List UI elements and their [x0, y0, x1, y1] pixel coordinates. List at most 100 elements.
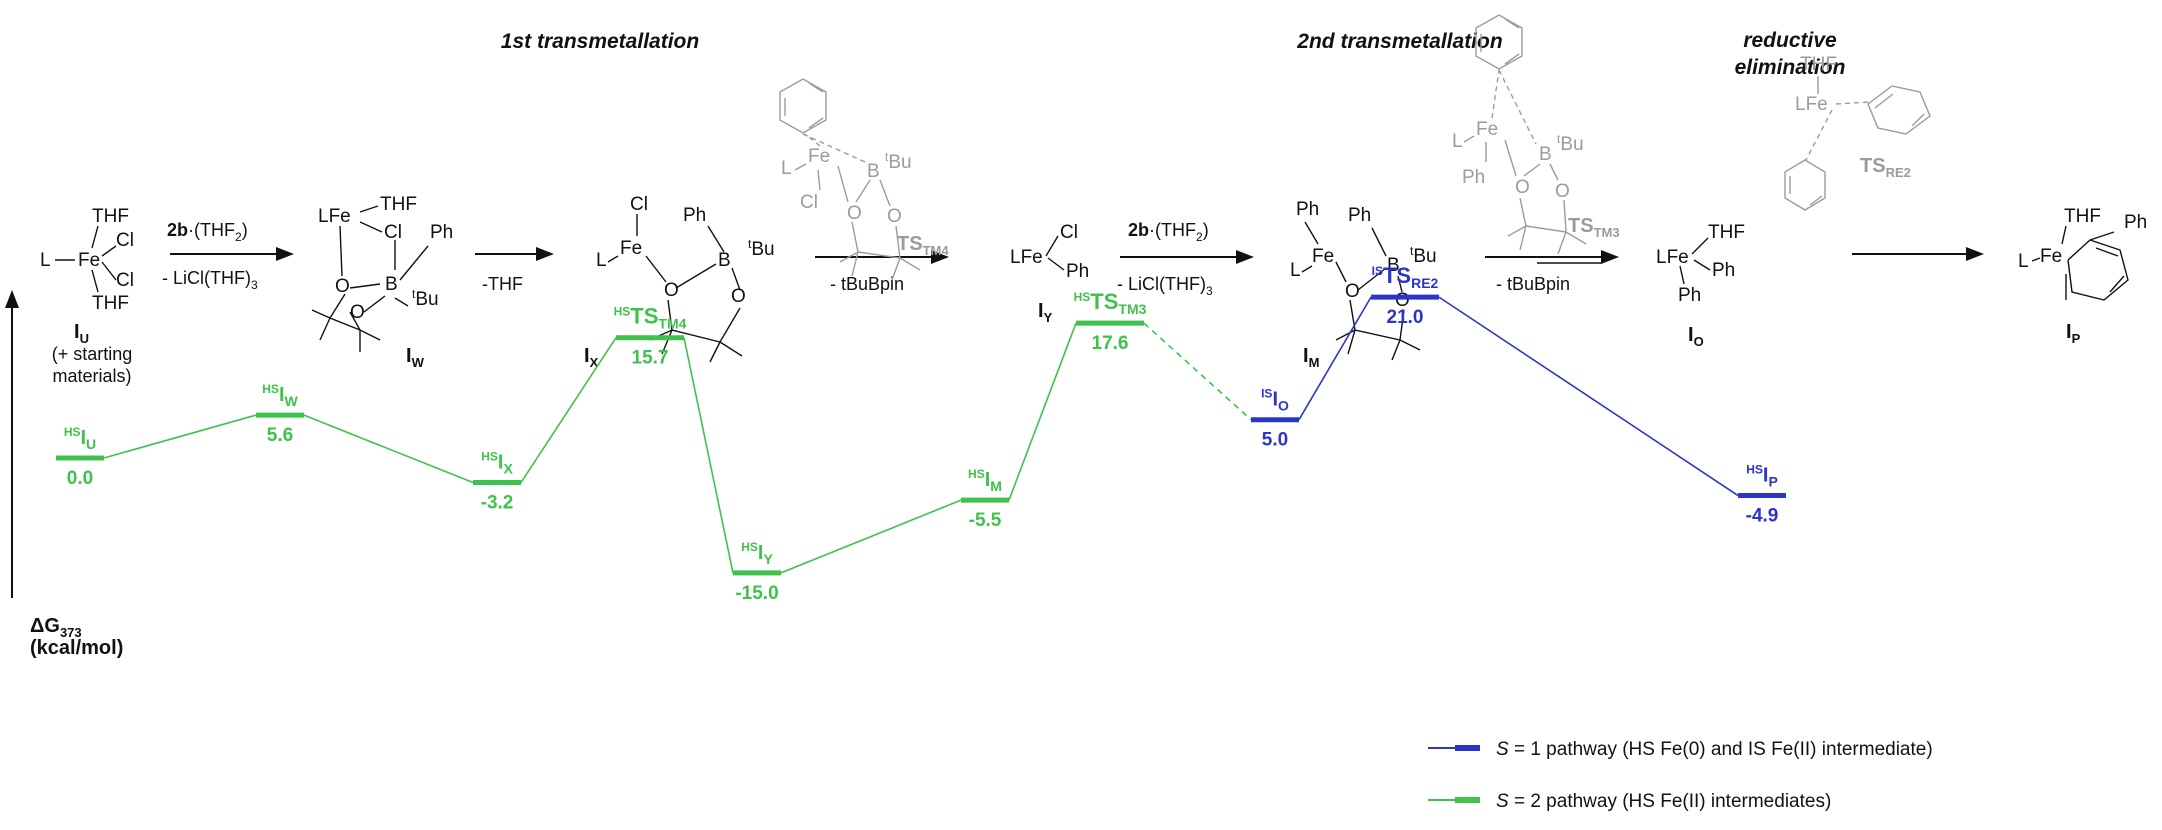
- svg-text:IW: IW: [406, 345, 425, 370]
- svg-text:LFe: LFe: [1795, 94, 1828, 115]
- svg-text:Fe: Fe: [78, 250, 100, 271]
- svg-text:Ph: Ph: [1678, 285, 1701, 306]
- svg-text:Ph: Ph: [683, 205, 706, 226]
- svg-text:tBu: tBu: [1410, 244, 1437, 267]
- connector-IX-TS_TM4: [520, 337, 617, 483]
- structure-IX: Cl L Fe Ph B tBu O O IX: [584, 194, 775, 370]
- svg-text:Cl: Cl: [116, 230, 134, 251]
- level-IP: HSIP-4.9: [1738, 463, 1786, 527]
- svg-text:tBu: tBu: [748, 237, 775, 260]
- svg-text:Cl: Cl: [800, 192, 818, 213]
- structure-IP: THF Ph L Fe IP: [2018, 206, 2147, 346]
- svg-text:Ph: Ph: [1462, 167, 1485, 188]
- svg-text:O: O: [664, 280, 679, 301]
- structure-TS-TM4: L Fe Cl B tBu O O TSTM4: [779, 78, 949, 281]
- svg-text:IX: IX: [584, 345, 599, 370]
- arrow-caption-thf: -THF: [482, 274, 523, 294]
- svg-text:L: L: [2018, 251, 2029, 272]
- level-label-IX: HSIX: [481, 450, 513, 477]
- legend-text-s1: S = 1 pathway (HS Fe(0) and IS Fe(II) in…: [1496, 739, 1933, 760]
- svg-text:B: B: [1387, 255, 1400, 276]
- svg-text:LFe: LFe: [318, 206, 351, 227]
- step-label-re-line1: reductive: [1743, 29, 1837, 52]
- svg-text:Ph: Ph: [1348, 205, 1371, 226]
- level-value-TS_TM3: 17.6: [1092, 333, 1129, 354]
- svg-text:Cl: Cl: [1060, 222, 1078, 243]
- svg-text:Ph: Ph: [1712, 260, 1735, 281]
- reaction-arrows: [170, 247, 1984, 264]
- y-axis-unit: (kcal/mol): [30, 637, 123, 659]
- svg-text:- LiCl(THF)3: - LiCl(THF)3: [1117, 274, 1213, 298]
- level-label-IP: HSIP: [1746, 463, 1778, 490]
- svg-text:2b·(THF2): 2b·(THF2): [167, 220, 248, 244]
- legend-text-s2: S = 2 pathway (HS Fe(II) intermediates): [1496, 791, 1831, 812]
- connector-TS_TM4-IY: [683, 337, 734, 574]
- connector-lines: [103, 296, 1739, 574]
- svg-text:Ph: Ph: [1066, 261, 1089, 282]
- level-IM: HSIM -5.5: [961, 467, 1009, 531]
- svg-text:IO: IO: [1688, 324, 1704, 349]
- level-label-IM: HSIM: [968, 467, 1002, 494]
- level-value-IY: -15.0: [735, 583, 778, 604]
- svg-text:THF: THF: [92, 293, 129, 314]
- svg-text:B: B: [385, 274, 398, 295]
- svg-text:2b·(THF2): 2b·(THF2): [1128, 220, 1209, 244]
- level-TS_TM3: HSTSTM3 17.6: [1074, 289, 1147, 354]
- svg-text:Fe: Fe: [2040, 246, 2062, 267]
- svg-text:- LiCl(THF)3: - LiCl(THF)3: [162, 268, 258, 292]
- level-value-IU: 0.0: [67, 468, 93, 489]
- level-value-IM: -5.5: [969, 510, 1002, 531]
- svg-text:Fe: Fe: [620, 238, 642, 259]
- level-label-TS_TM3: HSTSTM3: [1074, 289, 1147, 317]
- svg-text:O: O: [335, 276, 350, 297]
- level-label-IY: HSIY: [741, 540, 773, 567]
- arrow-caption-tbubpin-1: - tBuBpin: [830, 274, 904, 294]
- connector-IW-IX: [303, 414, 474, 484]
- svg-text:O: O: [731, 286, 746, 307]
- svg-text:THF: THF: [1800, 54, 1837, 75]
- svg-text:O: O: [887, 206, 902, 227]
- level-value-IX: -3.2: [481, 493, 514, 514]
- svg-text:Fe: Fe: [1476, 119, 1498, 140]
- svg-text:Ph: Ph: [430, 222, 453, 243]
- step-label-tm1: 1st transmetallation: [501, 30, 699, 53]
- structure-IY: Cl LFe Ph IY: [1010, 222, 1089, 325]
- svg-text:TSRE2: TSRE2: [1860, 155, 1911, 180]
- svg-text:(+ starting: (+ starting: [52, 344, 133, 364]
- svg-text:Cl: Cl: [116, 270, 134, 291]
- svg-text:Cl: Cl: [384, 222, 402, 243]
- svg-text:IP: IP: [2066, 321, 2081, 346]
- level-value-IO: 5.0: [1262, 430, 1288, 451]
- level-value-TS_TM4: 15.7: [632, 348, 669, 369]
- connector-TS_RE2-IP: [1438, 296, 1739, 497]
- svg-text:TSTM4: TSTM4: [897, 233, 949, 258]
- svg-text:L: L: [40, 250, 51, 271]
- y-axis-label: ΔG373: [30, 615, 82, 640]
- connector-IM-TS_TM3: [1008, 322, 1077, 501]
- svg-text:Fe: Fe: [1312, 246, 1334, 267]
- arrow-captions: 2b·(THF2) - LiCl(THF)3 -THF - tBuBpin 2b…: [162, 220, 1570, 298]
- svg-text:O: O: [1515, 177, 1530, 198]
- level-IX: HSIX -3.2: [473, 450, 521, 514]
- arrow-caption-tbubpin-2: - tBuBpin: [1496, 274, 1570, 294]
- svg-text:THF: THF: [92, 206, 129, 227]
- svg-text:tBu: tBu: [885, 150, 912, 173]
- svg-text:O: O: [847, 203, 862, 224]
- svg-text:materials): materials): [52, 366, 131, 386]
- svg-text:O: O: [1555, 181, 1570, 202]
- svg-text:IY: IY: [1038, 300, 1053, 325]
- svg-text:L: L: [781, 158, 792, 179]
- svg-text:THF: THF: [1708, 222, 1745, 243]
- connector-IO-TS_RE2: [1298, 296, 1372, 421]
- svg-text:Fe: Fe: [808, 146, 830, 167]
- connector-IU-IW: [103, 414, 257, 459]
- step-label-tm2: 2nd transmetallation: [1296, 30, 1502, 53]
- svg-text:THF: THF: [380, 194, 417, 215]
